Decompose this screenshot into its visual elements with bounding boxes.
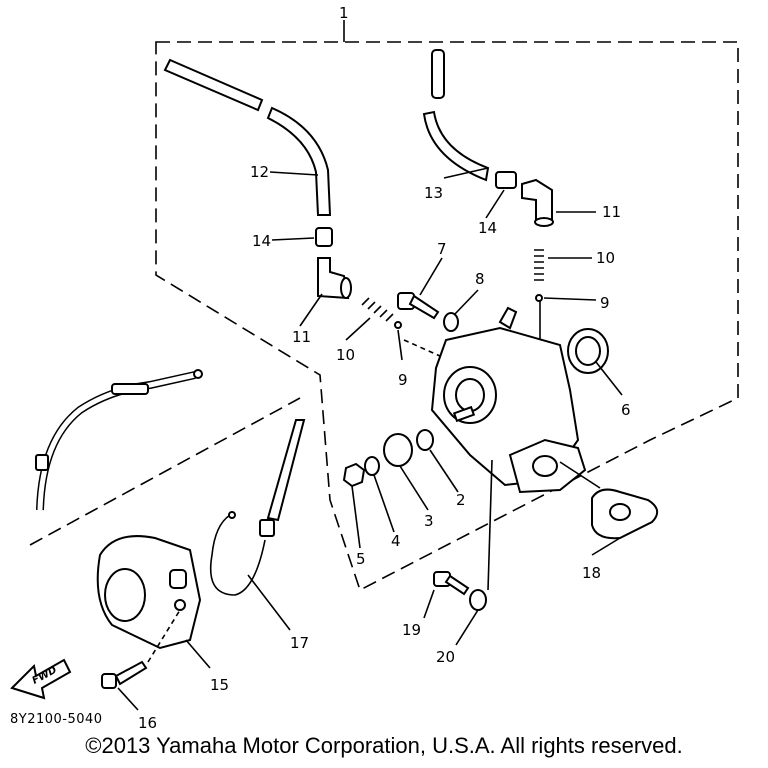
hose-13 [422,49,490,182]
gasket-18 [591,488,659,540]
spring-10-left [361,297,394,322]
washer-2 [416,429,434,451]
callout-9-right: 9 [600,294,610,312]
bolt-19 [433,571,470,596]
plate-3 [383,433,413,467]
callout-20: 20 [436,648,455,666]
nut-5 [342,462,366,488]
callout-11-left: 11 [292,328,311,346]
callout-14-left: 14 [252,232,271,250]
washer-8 [443,312,459,332]
bolt-7 [397,292,440,320]
front-direction-arrow: FWD [10,658,72,700]
assembly-outline [155,41,739,592]
oil-pump-body [430,306,587,494]
screw-alignment-line [147,609,181,663]
callout-14-right: 14 [478,219,497,237]
callout-18: 18 [582,564,601,582]
copyright-notice: ©2013 Yamaha Motor Corporation, U.S.A. A… [85,733,683,758]
leader-lines [117,167,623,711]
callout-19: 19 [402,621,421,639]
callout-2: 2 [456,491,466,509]
callout-7: 7 [437,240,447,258]
callout-10-right: 10 [596,249,615,267]
oil-seal-6 [567,328,609,374]
lock-washer-4 [364,456,380,476]
callout-3: 3 [424,512,434,530]
elbow-fitting-11-right [521,178,554,227]
pump-cover-15 [96,535,202,650]
callout-15: 15 [210,676,229,694]
hose-12 [163,58,332,216]
section-divider [29,397,301,546]
callout-12: 12 [250,163,269,181]
callout-16: 16 [138,714,157,732]
callout-13: 13 [424,184,443,202]
callout-9-left: 9 [398,371,408,389]
callout-8: 8 [475,270,485,288]
collar-14-left [315,227,333,247]
callout-17: 17 [290,634,309,652]
check-ball-9-left [394,321,402,329]
callout-10-left: 10 [336,346,355,364]
spring-10-right [534,249,544,281]
washer-20 [469,589,487,611]
callout-6: 6 [621,401,631,419]
diagram-reference-code: 8Y2100-5040 [10,712,103,727]
control-cable [35,369,203,511]
callout-1: 1 [339,4,349,22]
callout-11-right: 11 [602,203,621,221]
collar-14-right [495,171,517,189]
check-ball-9-right [535,294,543,302]
callout-5: 5 [356,550,366,568]
screw-16 [101,660,148,689]
elbow-fitting-11-left [317,257,352,300]
callout-4: 4 [391,532,401,550]
sensor-cable-17 [210,419,306,596]
